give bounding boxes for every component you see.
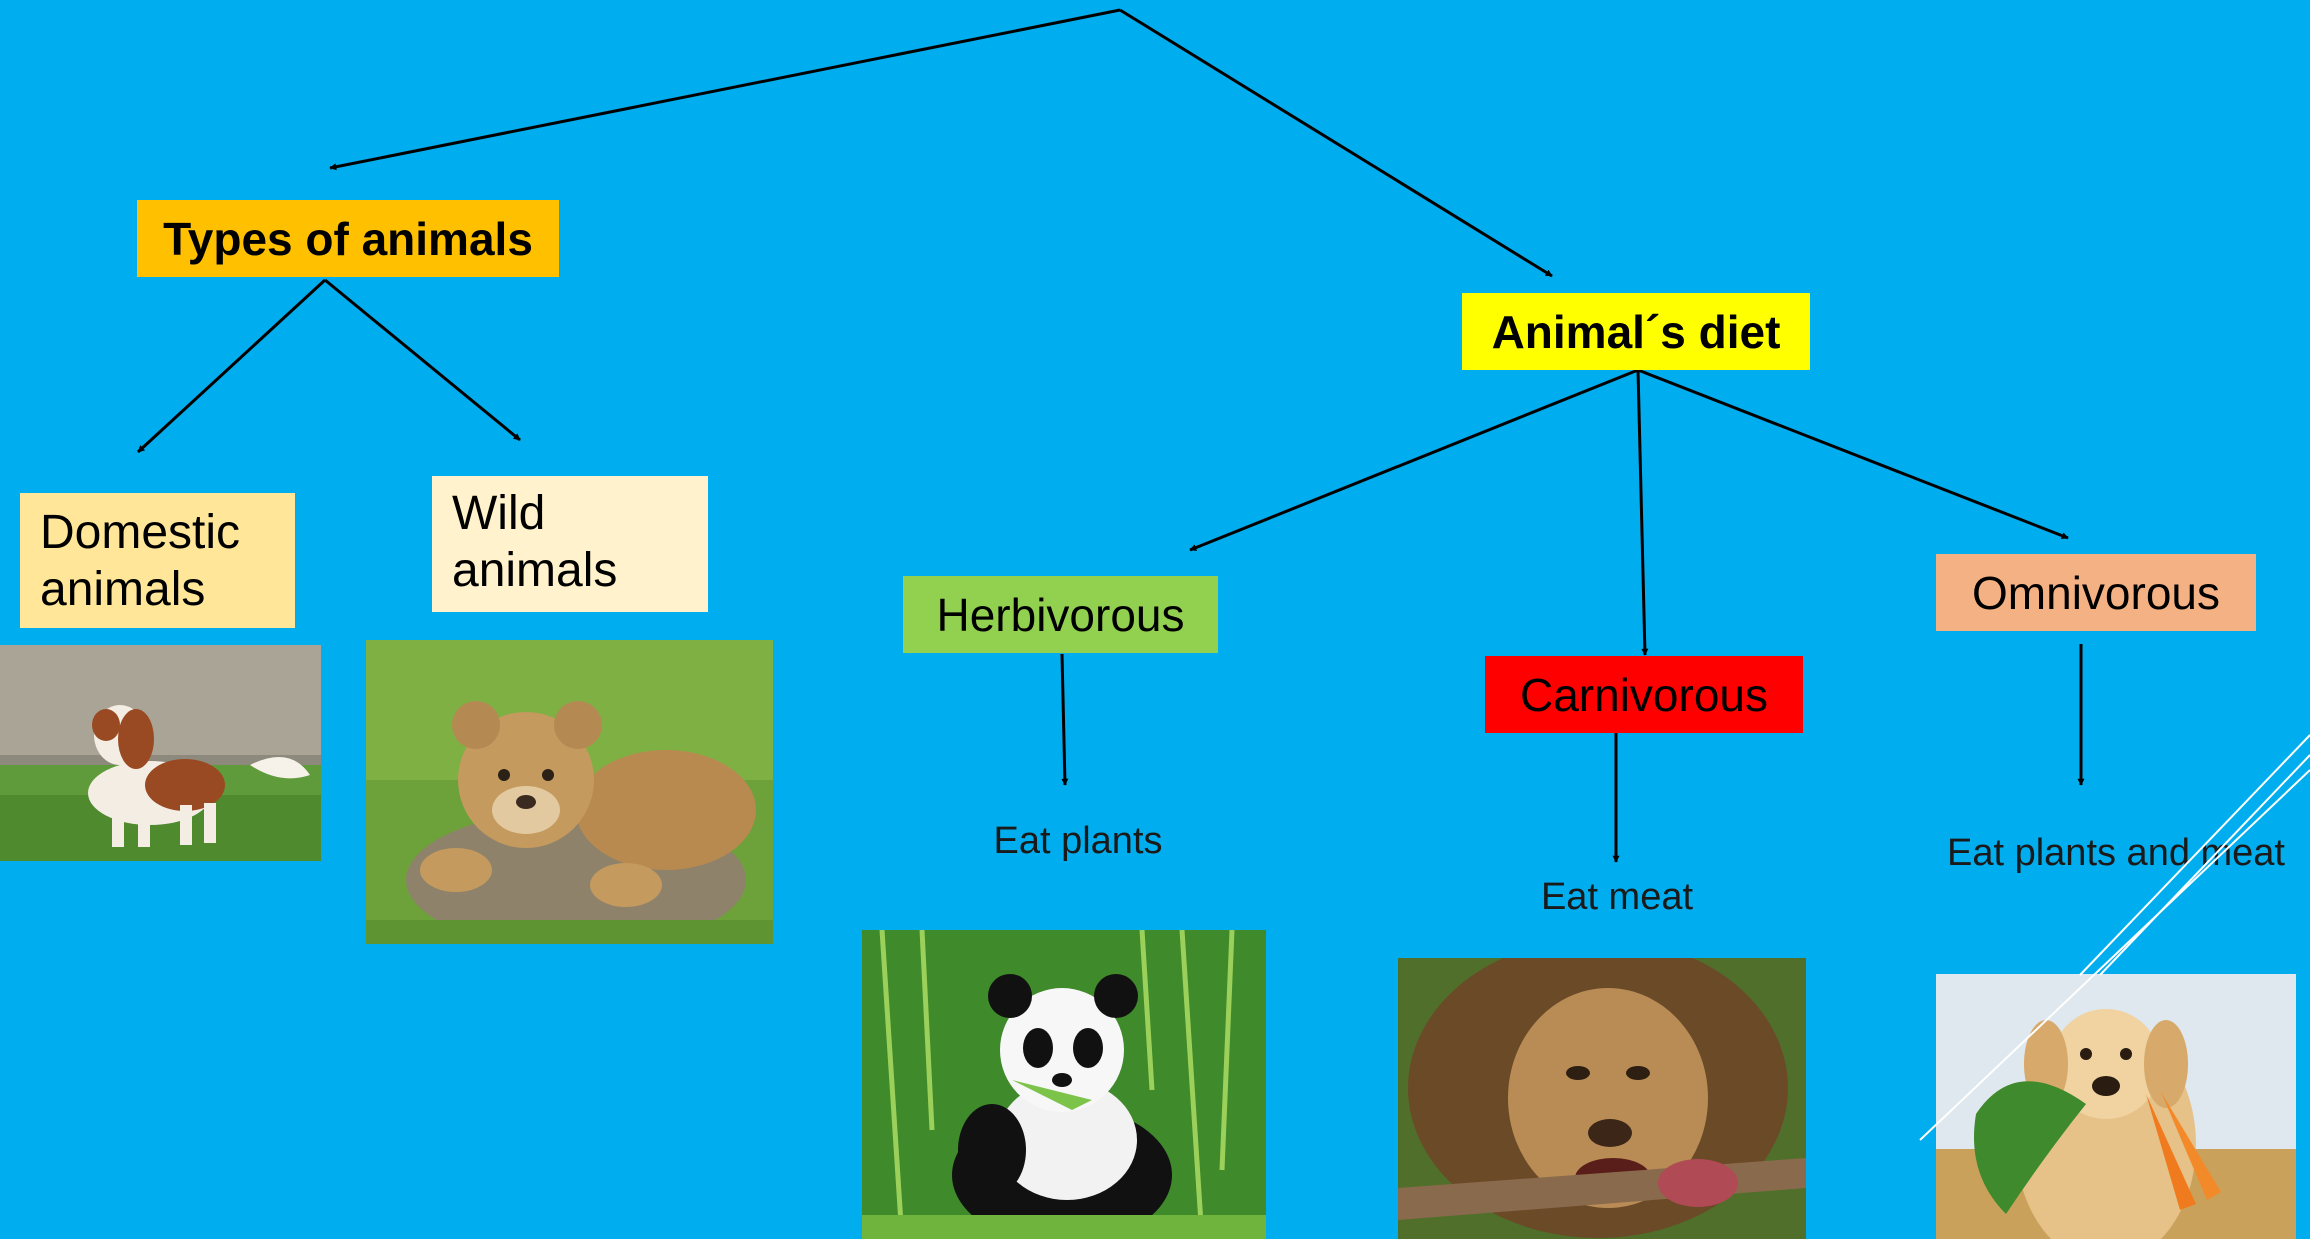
omnivorous-caption: Eat plants and meat [1947, 832, 2285, 874]
lion-cub-photo [366, 640, 773, 944]
herbivorous-box: Herbivorous [903, 576, 1218, 653]
arrow-diet-to-carnivorous [1636, 369, 1649, 656]
animals-diet-box: Animal´s diet [1462, 293, 1810, 370]
arrow-diet-to-herbivorous [1189, 368, 1639, 552]
lion-eating-photo [1398, 958, 1806, 1239]
domestic-animals-box: Domestic animals [20, 493, 295, 628]
herbivorous-caption: Eat plants [993, 820, 1163, 862]
types-of-animals-box: Types of animals [137, 200, 559, 277]
arrow-types-to-domestic [136, 278, 327, 454]
arrow-herbivorous-to-caption [1060, 653, 1069, 786]
arrow-root-to-diet [1119, 8, 1553, 278]
panda-photo [862, 930, 1266, 1239]
wild-animals-box: Wild animals [432, 476, 708, 612]
dog-with-carrots-photo [1936, 974, 2296, 1239]
arrow-diet-to-omnivorous [1637, 368, 2069, 540]
carnivorous-box: Carnivorous [1485, 656, 1803, 733]
arrow-types-to-wild [324, 278, 521, 442]
arrow-root-to-types [329, 8, 1121, 171]
carnivorous-caption: Eat meat [1540, 876, 1694, 918]
omnivorous-box: Omnivorous [1936, 554, 2256, 631]
domestic-dog-photo [0, 645, 321, 861]
